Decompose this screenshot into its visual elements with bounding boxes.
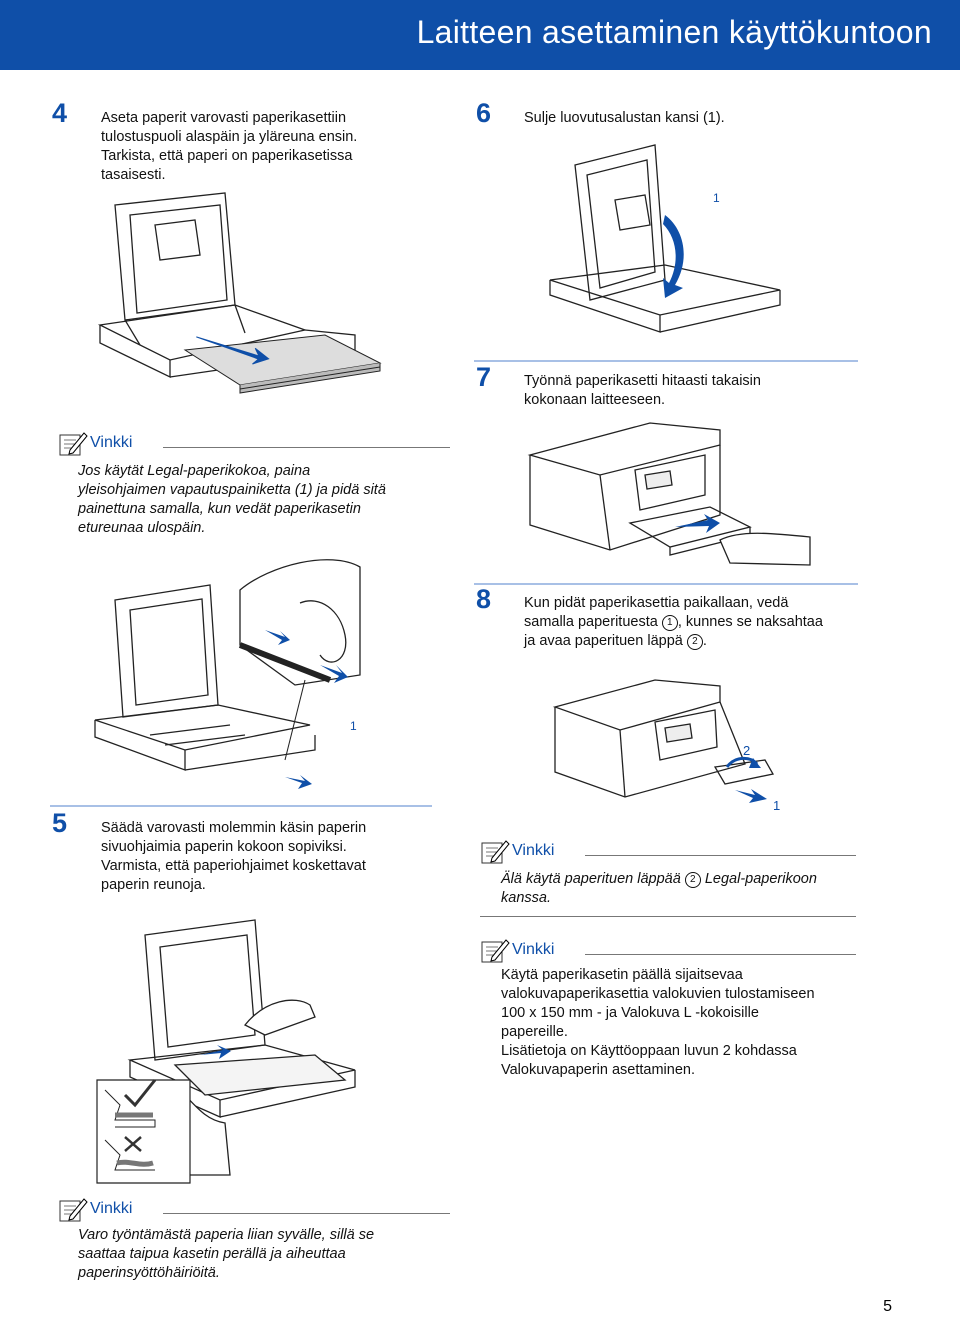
pencil-note-icon xyxy=(59,432,88,456)
step-5-number: 5 xyxy=(52,808,68,838)
tip-bottom-divider xyxy=(480,916,856,917)
tip-divider xyxy=(585,855,856,856)
step-8-divider xyxy=(474,583,858,585)
step-7-number: 7 xyxy=(476,362,492,392)
tip-heading-1: Vinkki xyxy=(58,430,450,458)
side-guide-release-illustration: 1 xyxy=(94,559,361,789)
tip-divider xyxy=(585,954,856,955)
step-6-text: Sulje luovutusalustan kansi (1). xyxy=(524,110,725,126)
flap-callout-2: 2 xyxy=(743,743,750,758)
tip-heading-4: Vinkki xyxy=(480,937,856,965)
tip-label: Vinkki xyxy=(90,434,133,451)
paper-support-flap-illustration: 2 1 xyxy=(552,679,780,812)
callout-circle-2: 2 xyxy=(684,872,701,888)
tip-text-1: Jos käytät Legal-paperikokoa, paina ylei… xyxy=(78,463,386,536)
tip-label: Vinkki xyxy=(90,1200,133,1217)
guide-callout-1: 1 xyxy=(350,719,357,733)
pencil-note-icon xyxy=(481,939,510,963)
page-number: 5 xyxy=(883,1298,892,1315)
step-8-number: 8 xyxy=(476,584,492,614)
side-guide-adjust-illustration xyxy=(96,919,356,1184)
step-7-divider xyxy=(474,360,858,362)
tip-divider xyxy=(163,1213,450,1214)
tip-label: Vinkki xyxy=(512,842,555,859)
step-7-text: Työnnä paperikasetti hitaasti takaisin k… xyxy=(524,373,761,408)
page-title: Laitteen asettaminen käyttökuntoon xyxy=(416,14,932,50)
step-5-divider xyxy=(50,805,432,807)
step-5-text: Säädä varovasti molemmin käsin paperin s… xyxy=(101,820,367,893)
tip-text-3: Älä käytä paperituen läppää 2 Legal-pape… xyxy=(501,871,817,906)
pencil-note-icon xyxy=(59,1198,88,1222)
push-tray-into-machine-illustration xyxy=(527,422,811,566)
page-header: Laitteen asettaminen käyttökuntoon xyxy=(0,0,960,70)
tip-heading-3: Vinkki xyxy=(480,838,856,866)
tip-divider xyxy=(163,447,450,448)
tip-heading-2: Vinkki xyxy=(58,1196,450,1224)
step-6-number: 6 xyxy=(476,98,492,128)
step-8-text: Kun pidät paperikasettia paikallaan, ved… xyxy=(524,595,823,650)
pencil-note-icon xyxy=(481,840,510,864)
step-4-number: 4 xyxy=(52,98,68,128)
step-4-text: Aseta paperit varovasti paperikasettiin … xyxy=(101,110,358,183)
output-tray-cover-illustration: 1 xyxy=(549,144,781,333)
tip-label: Vinkki xyxy=(512,941,555,958)
callout-circle-2: 2 xyxy=(686,634,703,650)
callout-circle-1: 1 xyxy=(661,615,678,631)
support-callout-1: 1 xyxy=(773,798,780,812)
lid-callout-1: 1 xyxy=(713,191,720,205)
paper-tray-load-illustration xyxy=(97,192,382,394)
tip-text-2: Varo työntämästä paperia liian syvälle, … xyxy=(78,1227,375,1281)
tip-text-4: Käytä paperikasetin päällä sijaitsevaa v… xyxy=(501,967,815,1078)
